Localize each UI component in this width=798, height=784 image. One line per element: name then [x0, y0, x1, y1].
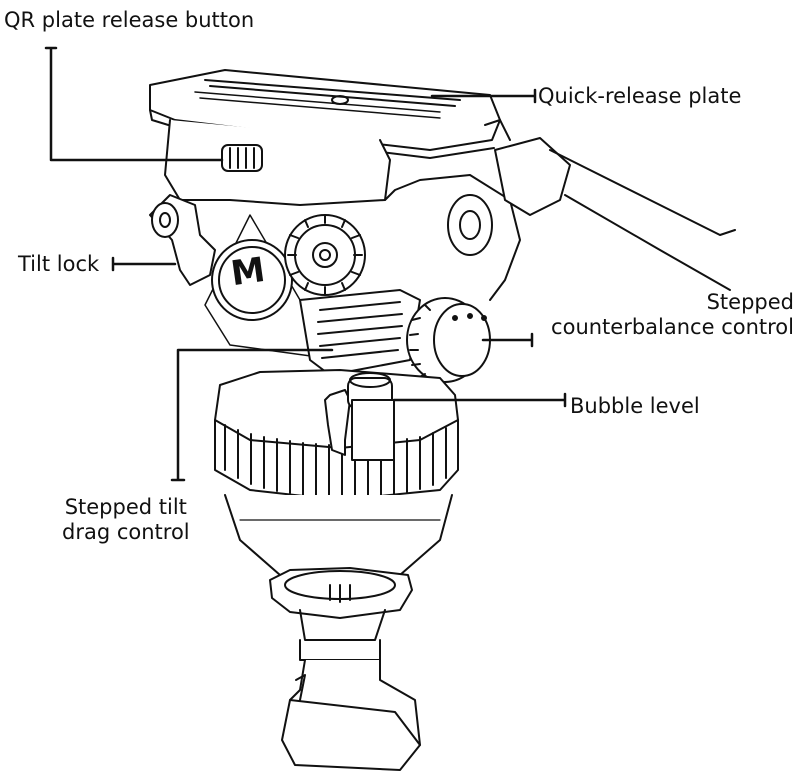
- pan-arm-drawing: [447, 119, 736, 291]
- label-counterbalance-line2: counterbalance control: [551, 315, 794, 339]
- tilt-lock-drawing: [149, 194, 216, 286]
- bubble-level-drawing: [324, 372, 395, 461]
- label-tilt-drag-line2: drag control: [62, 520, 190, 544]
- label-qr-plate-release-button: QR plate release button: [4, 8, 255, 32]
- leader-lines: [44, 46, 567, 482]
- label-counterbalance-line1: Stepped: [706, 290, 794, 314]
- brand-logo-letter: M: [228, 249, 268, 295]
- label-stepped-tilt-drag-control: Stepped tilt drag control: [62, 495, 190, 545]
- tilt-drag-ring-drawing: [299, 289, 421, 376]
- label-tilt-lock: Tilt lock: [18, 252, 100, 276]
- label-bubble-level: Bubble level: [570, 394, 700, 418]
- clamp-handle-drawing: [281, 659, 421, 771]
- half-ball-drawing: [269, 567, 413, 661]
- quick-release-plate-drawing: [149, 69, 501, 159]
- label-quick-release-plate: Quick-release plate: [538, 84, 742, 108]
- head-body-drawing: [164, 119, 521, 301]
- label-tilt-drag-line1: Stepped tilt: [64, 495, 187, 519]
- rosette-knob-drawing: [284, 214, 366, 296]
- counterbalance-knob-drawing: [406, 297, 491, 383]
- label-stepped-counterbalance-control: Stepped counterbalance control: [551, 290, 794, 340]
